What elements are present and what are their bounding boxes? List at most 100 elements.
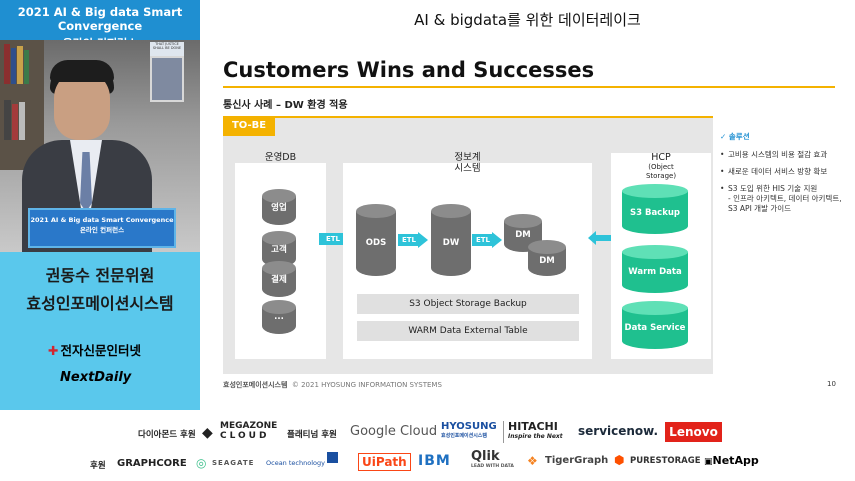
db-cylinder-more: ... — [262, 300, 296, 334]
servicenow-logo: servicenow. — [578, 424, 659, 438]
db-cylinder-payment: 결제 — [262, 261, 296, 297]
seagate-mark-icon: ◎ — [196, 456, 207, 470]
netapp-text: NetApp — [712, 454, 759, 467]
hcp-s3-backup-cylinder: S3 Backup — [622, 184, 688, 234]
speaker-sidebar: 2021 AI & Big data Smart Convergence 온라인… — [0, 0, 200, 410]
db-payment-label: 결제 — [271, 275, 287, 285]
tigergraph-mark-icon: ❖ — [527, 454, 538, 468]
hitachi-text: HITACHI — [508, 420, 558, 433]
ods-cylinder: ODS — [356, 204, 396, 276]
solution-notes: ✓ 솔루션 고비용 시스템의 비용 절감 효과 새로운 데이터 서비스 방향 확… — [720, 132, 842, 221]
hcp-warm-data-cylinder: Warm Data — [622, 245, 688, 293]
speaker-name: 권동수 전문위원 — [45, 266, 155, 285]
uipath-logo: UiPath — [358, 453, 411, 471]
hcp-s3-backup-label: S3 Backup — [629, 208, 681, 218]
ibm-logo: IBM — [418, 453, 451, 469]
desk-sign: 2021 AI & Big data Smart Convergence 온라인… — [28, 208, 176, 248]
hcp-title: HCP — [651, 152, 671, 163]
sponsor-label: 후원 — [90, 461, 106, 471]
megazone-line1: MEGAZONE — [220, 421, 278, 431]
dw-cylinder: DW — [431, 204, 471, 276]
netapp-mark-icon: ▣ — [704, 457, 713, 467]
conference-title: 2021 AI & Big data Smart Convergence — [17, 5, 183, 33]
s3-backup-bar: S3 Object Storage Backup — [357, 294, 579, 314]
dm-label-1: DM — [515, 230, 531, 240]
diamond-sponsor-label: 다이아몬드 후원 — [138, 430, 196, 440]
seagate-logo: SEAGATE — [212, 459, 255, 467]
etl-arrow-2: ETL — [398, 232, 428, 248]
desk-sign-title: 2021 AI & Big data Smart Convergence — [30, 216, 174, 224]
megazone-line2: CLOUD — [220, 431, 270, 441]
hcp-data-service-label: Data Service — [624, 323, 686, 333]
tigergraph-logo: TigerGraph — [545, 455, 609, 466]
purestorage-mark-icon: ⬢ — [614, 453, 625, 467]
graphcore-logo: GRAPHCORE — [117, 458, 187, 469]
hyosung-text: HYOSUNG — [441, 421, 497, 432]
speaker-company: 효성인포메이션시스템 — [26, 294, 174, 313]
hcp-subtitle-line2: Storage) — [645, 172, 677, 180]
tobe-tag: TO-BE — [223, 116, 275, 136]
note-cost: 고비용 시스템의 비용 절감 효과 — [720, 150, 842, 160]
db-cylinder-sales: 영업 — [262, 189, 296, 225]
footer-company: 효성인포메이션시스템 — [223, 381, 288, 389]
lenovo-logo: Lenovo — [665, 422, 722, 442]
ops-db-label: 운영DB — [264, 152, 297, 163]
nextdaily-logo: NextDaily — [60, 370, 132, 385]
ods-label: ODS — [365, 238, 387, 248]
etnews-logo-text: 전자신문인터넷 — [60, 343, 141, 358]
wall-poster: THAT JUSTICE SHALL BE DONE — [150, 42, 184, 56]
etl-arrow-3: ETL — [472, 232, 502, 248]
ocean-mark-icon — [327, 452, 338, 463]
slide-title: Customers Wins and Successes — [223, 58, 595, 82]
ocean-logo: Ocean technology — [266, 459, 325, 467]
slide-page-number: 10 — [827, 380, 836, 388]
hitachi-sub: Inspire the Next — [508, 433, 563, 440]
db-more-label: ... — [274, 312, 284, 322]
etl-label-3: ETL — [475, 236, 491, 244]
speaker-video: THAT JUSTICE SHALL BE DONE 2021 AI & Big… — [0, 40, 200, 252]
etl-label-1: ETL — [325, 235, 341, 243]
hcp-subtitle-line1: (Object — [648, 163, 674, 171]
footer-copyright: © 2021 HYOSUNG INFORMATION SYSTEMS — [291, 381, 442, 389]
wall-portrait — [150, 56, 184, 102]
slide-footer: 효성인포메이션시스템 © 2021 HYOSUNG INFORMATION SY… — [223, 380, 442, 390]
qlik-text: Qlik — [471, 449, 500, 464]
db-customer-label: 고객 — [271, 245, 287, 255]
note-service: 새로운 데이터 서비스 방향 확보 — [720, 167, 842, 177]
hyosung-logo: HYOSUNG 효성인포메이션시스템 — [441, 421, 497, 439]
conference-header: 2021 AI & Big data Smart Convergence 온라인… — [0, 0, 200, 50]
megazone-mark-icon: ◆ — [202, 425, 213, 441]
info-system-label: 정보계 시스템 — [343, 152, 592, 174]
session-title: AI & bigdata를 위한 데이터레이크 — [414, 11, 641, 29]
hitachi-logo: HITACHI Inspire the Next — [508, 420, 563, 441]
etnews-logo: ✚전자신문인터넷 — [48, 340, 141, 359]
megazone-logo: ◆ MEGAZONE CLOUD — [202, 421, 277, 441]
tobe-line — [275, 116, 713, 118]
notes-heading: ✓ 솔루션 — [720, 132, 750, 141]
slide-subtitle: 통신사 사례 – DW 환경 적용 — [223, 100, 348, 111]
hcp-warm-data-label: Warm Data — [628, 267, 682, 277]
purestorage-logo: PURESTORAGE — [630, 456, 701, 466]
netapp-logo: ▣NetApp — [704, 454, 759, 467]
qlik-sub: LEAD WITH DATA — [471, 464, 514, 469]
hcp-label: HCP (Object Storage) — [611, 152, 711, 181]
db-sales-label: 영업 — [271, 203, 287, 213]
info-system-label-line1: 정보계 — [454, 152, 481, 163]
info-system-label-line2: 시스템 — [454, 163, 481, 174]
dw-label: DW — [442, 238, 460, 248]
etnews-mark-icon: ✚ — [48, 343, 59, 358]
platinum-sponsor-label: 플래티넘 후원 — [287, 430, 337, 440]
note-s3-support: S3 도입 위한 HIS 기술 지원 - 인프라 아키텍트, 데이터 아키텍트,… — [720, 184, 842, 214]
speaker-caption: 권동수 전문위원 효성인포메이션시스템 — [0, 262, 200, 318]
google-cloud-logo: Google Cloud — [350, 424, 438, 439]
warm-table-bar: WARM Data External Table — [357, 321, 579, 341]
dm-cylinder-2: DM — [528, 240, 566, 276]
hyosung-sub: 효성인포메이션시스템 — [441, 433, 488, 439]
etl-label-2: ETL — [401, 236, 417, 244]
qlik-logo: Qlik LEAD WITH DATA — [471, 449, 514, 470]
speaker-hair-top — [50, 60, 114, 82]
hcp-data-service-cylinder: Data Service — [622, 301, 688, 349]
logo-divider — [503, 421, 504, 443]
title-underline — [223, 86, 835, 88]
presentation-slide: Customers Wins and Successes 통신사 사례 – DW… — [206, 46, 848, 398]
